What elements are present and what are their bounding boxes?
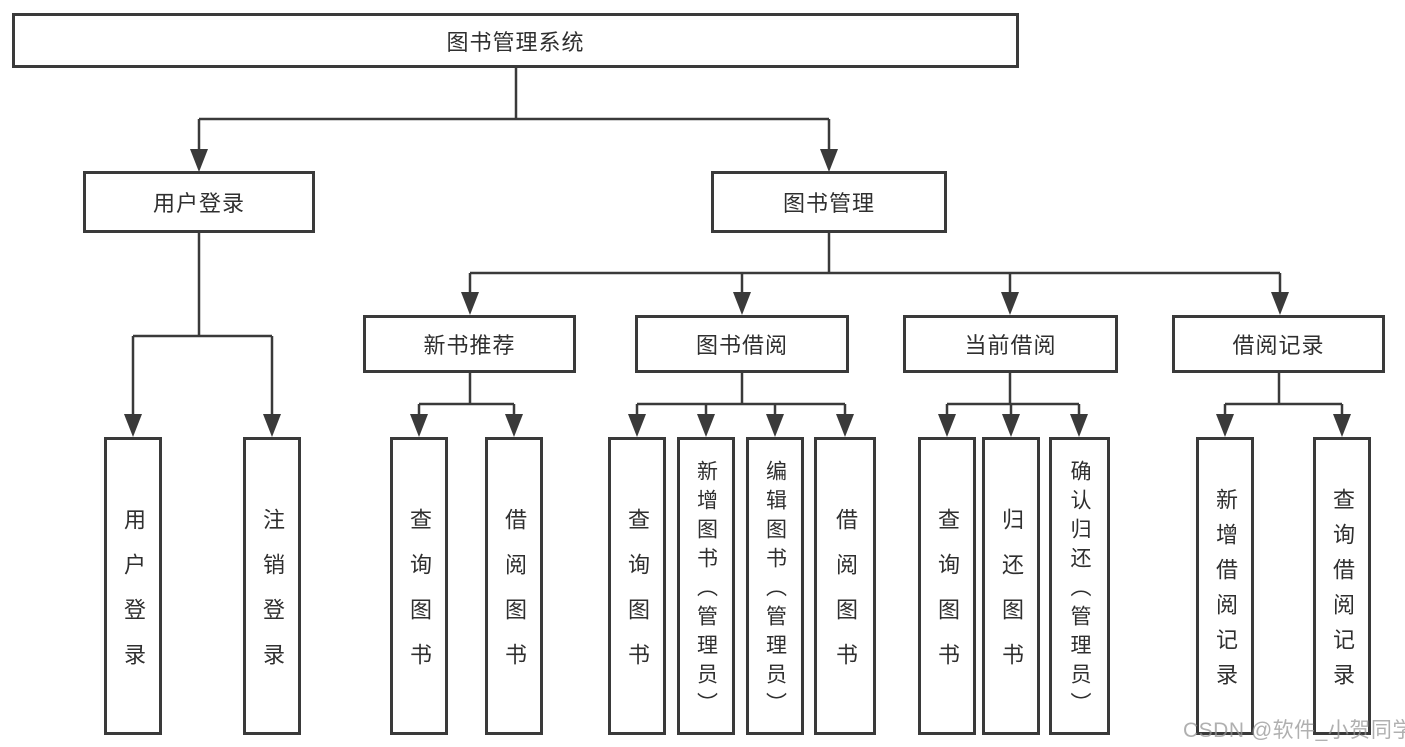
- node-label: 图书管理系统: [446, 29, 585, 55]
- node-label: 新增图书（管理员）: [694, 459, 718, 721]
- node-current-borrowing: 当前借阅: [903, 315, 1118, 373]
- node-label: 确认归还（管理员）: [1068, 459, 1091, 721]
- leaf-borrow-books-borrowing: 借阅图书: [814, 437, 876, 735]
- node-label: 编辑图书（管理员）: [763, 459, 787, 721]
- node-label: 借阅图书: [502, 507, 527, 688]
- leaf-edit-books-admin: 编辑图书（管理员）: [746, 437, 804, 735]
- node-label: 注销登录: [260, 507, 285, 688]
- node-book-borrowing: 图书借阅: [635, 315, 849, 373]
- node-label: 归还图书: [999, 507, 1024, 688]
- node-label: 查询图书: [407, 507, 432, 688]
- leaf-confirm-return-admin: 确认归还（管理员）: [1049, 437, 1110, 735]
- node-label: 新书推荐: [423, 333, 516, 358]
- leaf-query-books-current: 查询图书: [918, 437, 976, 735]
- node-book-management-branch: 图书管理: [711, 171, 947, 233]
- leaf-add-books-admin: 新增图书（管理员）: [677, 437, 735, 735]
- leaf-logout: 注销登录: [243, 437, 301, 735]
- leaf-add-borrow-record: 新增借阅记录: [1196, 437, 1254, 735]
- node-label: 图书借阅: [695, 333, 788, 358]
- arrowheads: [124, 149, 1351, 437]
- leaf-user-login: 用户登录: [104, 437, 162, 735]
- node-label: 新增借阅记录: [1213, 487, 1238, 698]
- leaf-query-borrow-record: 查询借阅记录: [1313, 437, 1371, 735]
- node-label: 查询图书: [625, 507, 650, 688]
- node-label: 查询借阅记录: [1330, 487, 1355, 698]
- node-new-book-recommendation: 新书推荐: [363, 315, 576, 373]
- leaf-query-books-borrowing: 查询图书: [608, 437, 666, 735]
- node-label: 用户登录: [121, 507, 146, 688]
- node-label: 当前借阅: [964, 333, 1057, 358]
- leaf-query-books-newbooks: 查询图书: [390, 437, 448, 735]
- node-label: 图书管理: [782, 191, 875, 216]
- node-borrowing-records: 借阅记录: [1172, 315, 1385, 373]
- node-label: 用户登录: [152, 191, 245, 216]
- csdn-watermark: CSDN @软件_小贺同学: [1183, 719, 1405, 742]
- node-label: 借阅记录: [1232, 333, 1325, 358]
- node-user-login-branch: 用户登录: [83, 171, 315, 233]
- leaf-return-books: 归还图书: [982, 437, 1040, 735]
- leaf-borrow-books-newbooks: 借阅图书: [485, 437, 543, 735]
- node-label: 借阅图书: [833, 507, 858, 688]
- node-label: 查询图书: [935, 507, 960, 688]
- node-library-management-system: 图书管理系统: [12, 13, 1019, 68]
